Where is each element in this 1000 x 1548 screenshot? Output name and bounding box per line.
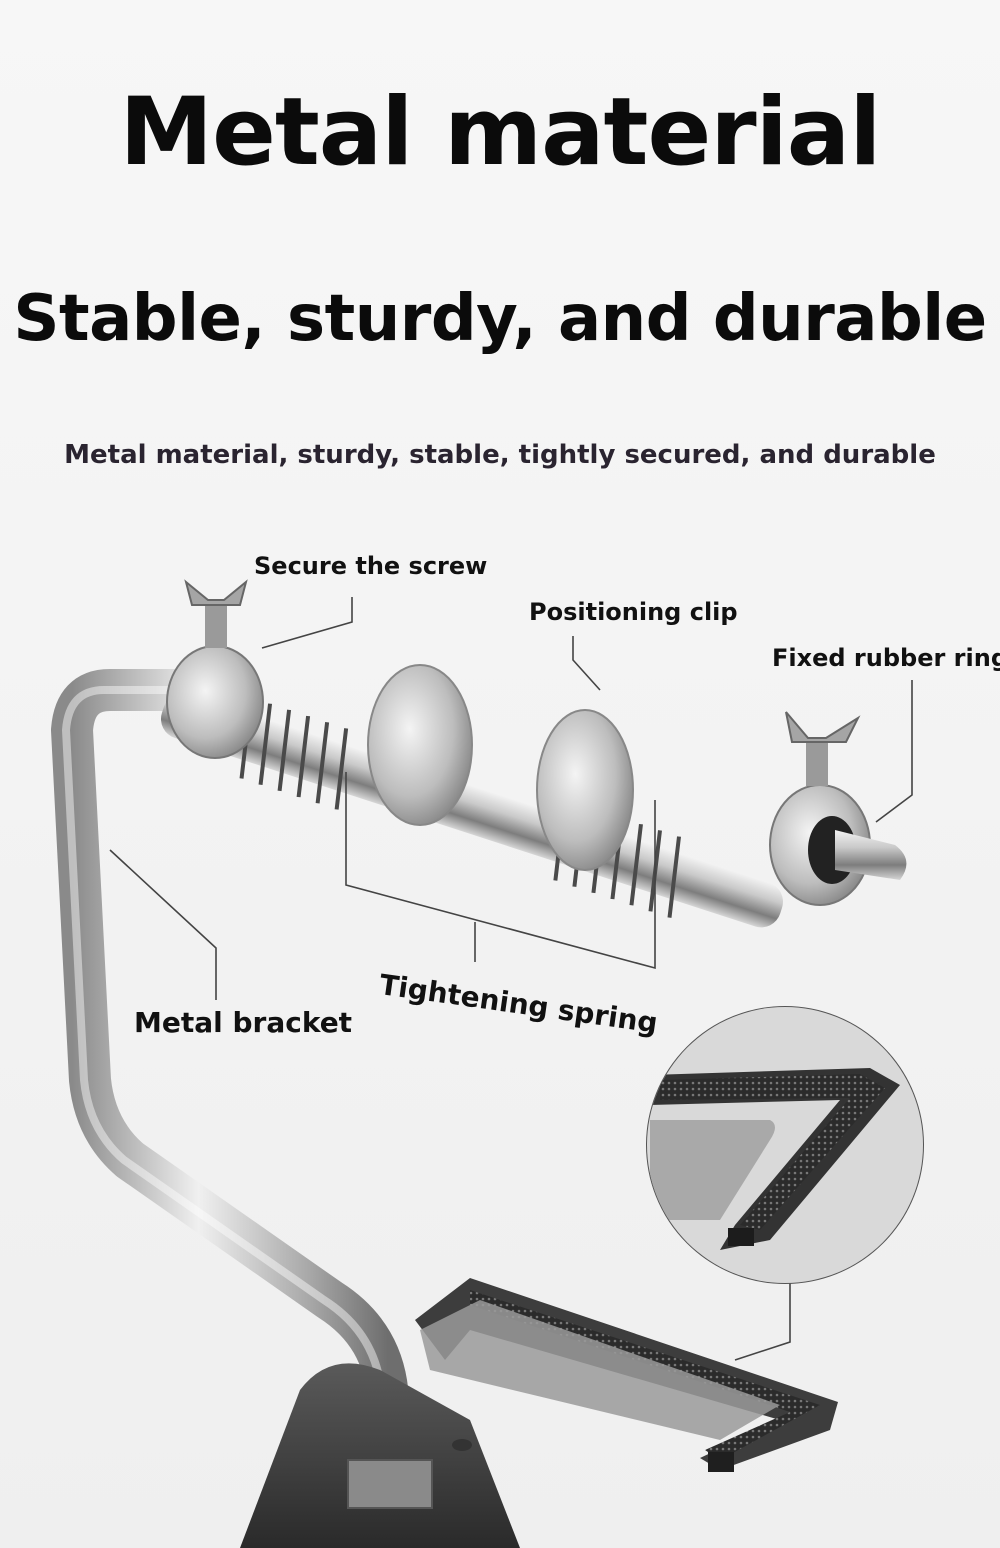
description-text: Metal material, sturdy, stable, tightly …	[64, 440, 936, 470]
clamp-base	[240, 1278, 838, 1548]
page-subtitle: Stable, sturdy, and durable	[13, 282, 987, 356]
callout-fixed-rubber-ring: Fixed rubber ring	[772, 644, 1000, 672]
callout-metal-bracket: Metal bracket	[134, 1006, 353, 1039]
bracket-icon	[51, 669, 409, 1491]
wing-nut-icon	[184, 579, 861, 786]
page-title: Metal material	[119, 78, 882, 187]
callout-positioning-clip: Positioning clip	[529, 598, 738, 626]
clamp-detail-icon	[646, 1006, 924, 1284]
callout-secure-screw: Secure the screw	[254, 552, 488, 580]
